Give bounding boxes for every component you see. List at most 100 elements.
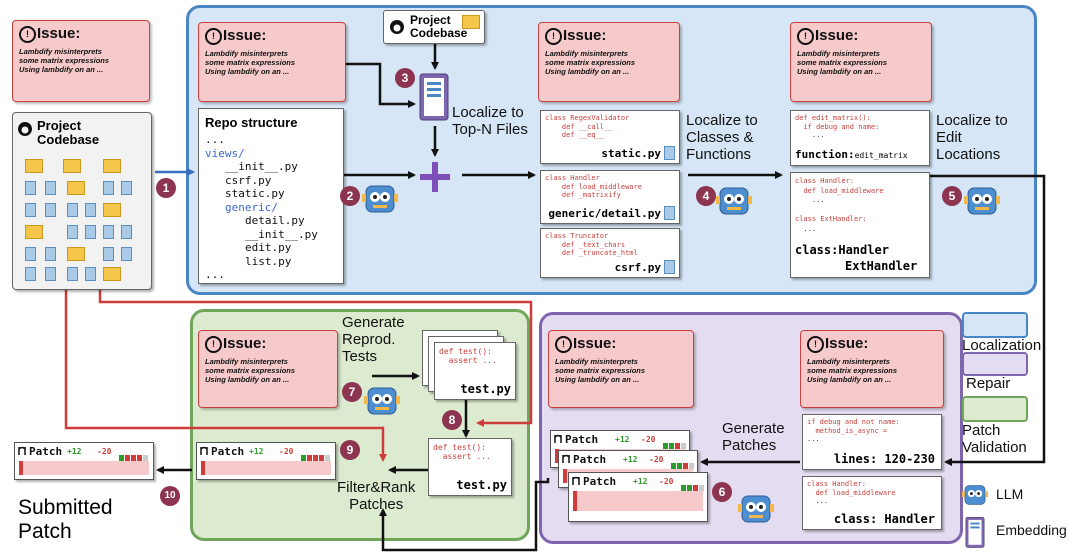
issue-card-left: !Issue: Lambdify misinterprets some matr… [12,20,150,102]
file-icon [25,267,36,281]
code-line: class Truncator [545,232,609,240]
issue-icon: ! [545,28,562,45]
edit-location-card: if debug and not name: method_is_async =… [802,414,942,470]
issue-card-files: !Issue: Lambdify misinterprets some matr… [538,22,680,102]
issue-line: Using lambdify on an ... [555,375,640,384]
issue-card-loc: !Issue: Lambdify misinterprets some matr… [198,22,346,102]
file-icon [67,203,78,217]
issue-line: some matrix expressions [205,366,296,375]
step-badge: 3 [395,68,415,88]
code-line: ... [803,224,817,233]
file-icon [25,181,36,195]
classes-label-2: Classes & [686,129,754,146]
issue-title: Issue: [223,335,267,352]
file-icon [45,247,56,261]
code-line: def _matrixify [561,191,621,199]
repo-line: __init__.py [245,227,318,241]
diff-bars [119,448,149,466]
patch-plus: +12 [623,455,638,464]
issue-line: Lambdify misinterprets [19,47,102,56]
file-card: class RegexValidator def __call__ def __… [540,110,680,164]
diff-bars [301,448,331,466]
llm-robot-icon [362,185,398,213]
code-line: def __call__ [561,122,613,131]
edit-label-3: Locations [936,146,1001,163]
gen-patches-label-2: Patches [722,437,777,454]
file-icon [45,203,56,217]
project-codebase-card: Project Codebase [12,112,152,290]
file-icon [67,225,78,239]
file-icon [67,267,78,281]
top-n-label-1: Localize to [452,104,524,121]
edit-location-card: class Handler: def load_middleware ... c… [802,476,942,530]
patch-diff-preview [19,461,149,475]
test-card-selected: def test(): assert ... test.py [428,438,512,496]
file-icon [85,267,96,281]
issue-title: Issue: [37,25,81,42]
repo-line: edit.py [245,241,292,254]
patch-plus: +12 [633,477,648,486]
file-icon [121,225,132,239]
project-label: Project [410,13,451,27]
repo-line: csrf.py [225,173,272,187]
issue-line: Using lambdify on an ... [545,67,630,76]
legend-localization-swatch [962,312,1028,338]
code-line: def load_middleware [815,488,896,497]
issue-line: Lambdify misinterprets [555,357,638,366]
code-line: class Handler [545,174,600,182]
gen-tests-label: Generate Reprod. Tests [342,314,405,365]
code-line: assert ... [442,452,491,461]
top-n-label-2: Top-N Files [452,121,528,138]
repo-line: static.py [225,187,285,200]
loc-target: ExtHandler [845,259,918,273]
project-label: Project [37,118,82,133]
issue-line: Using lambdify on an ... [807,375,892,384]
file-icon [25,203,36,217]
submitted-label-2: Patch [18,520,72,543]
llm-robot-icon [364,387,400,415]
code-line: ... [807,435,820,443]
file-icon [103,247,114,261]
code-line: ... [811,131,825,139]
submitted-patch-card: Patch +12 -20 [14,442,154,480]
issue-card-repair-right: !Issue: Lambdify misinterprets some matr… [800,330,944,408]
file-name: generic/detail.py [548,207,661,220]
step-badge: 2 [340,186,360,206]
code-line: class RegexValidator [545,114,630,122]
code-line: if debug and name: [803,122,880,131]
patch-title: Patch [211,445,245,458]
issue-line: Using lambdify on an ... [19,65,104,74]
file-name: csrf.py [614,261,661,274]
patch-diff-preview [201,461,331,475]
legend-repair-label: Repair [966,375,1011,392]
gen-patches-label: Generate Patches [722,420,785,454]
project-codebase-small: Project Codebase [383,10,485,44]
llm-robot-icon [716,187,752,215]
edit-lines: lines: 120-230 [833,452,935,466]
llm-robot-icon [964,187,1000,215]
step-badge: 4 [696,186,716,206]
gen-tests-label-3: Tests [342,348,378,365]
repo-line: ... [205,133,225,146]
repo-line: views/ [205,146,245,160]
folder-icon [67,181,85,195]
legend-repair-swatch [962,352,1028,376]
loc-target: edit_matrix [854,151,908,160]
file-icon [121,247,132,261]
gen-patches-label-1: Generate [722,420,785,437]
legend-llm-icon [962,485,988,505]
patch-minus: -20 [659,477,674,486]
issue-title: Issue: [573,335,617,352]
legend-localization-label: Localization [962,337,1042,354]
file-icon [664,146,675,160]
issue-title: Issue: [825,335,869,352]
code-line: class ExtHandler: [795,215,867,223]
classes-label: Localize to Classes & Functions [686,112,758,163]
merge-plus-icon [420,162,450,192]
folder-icon [103,267,121,281]
legend-validation-swatch [962,396,1028,422]
legend-validation-label-1: Patch [962,422,1001,439]
file-icon [103,225,114,239]
code-line: def _text_chars [561,240,626,249]
code-line: method_is_async = [815,426,888,435]
